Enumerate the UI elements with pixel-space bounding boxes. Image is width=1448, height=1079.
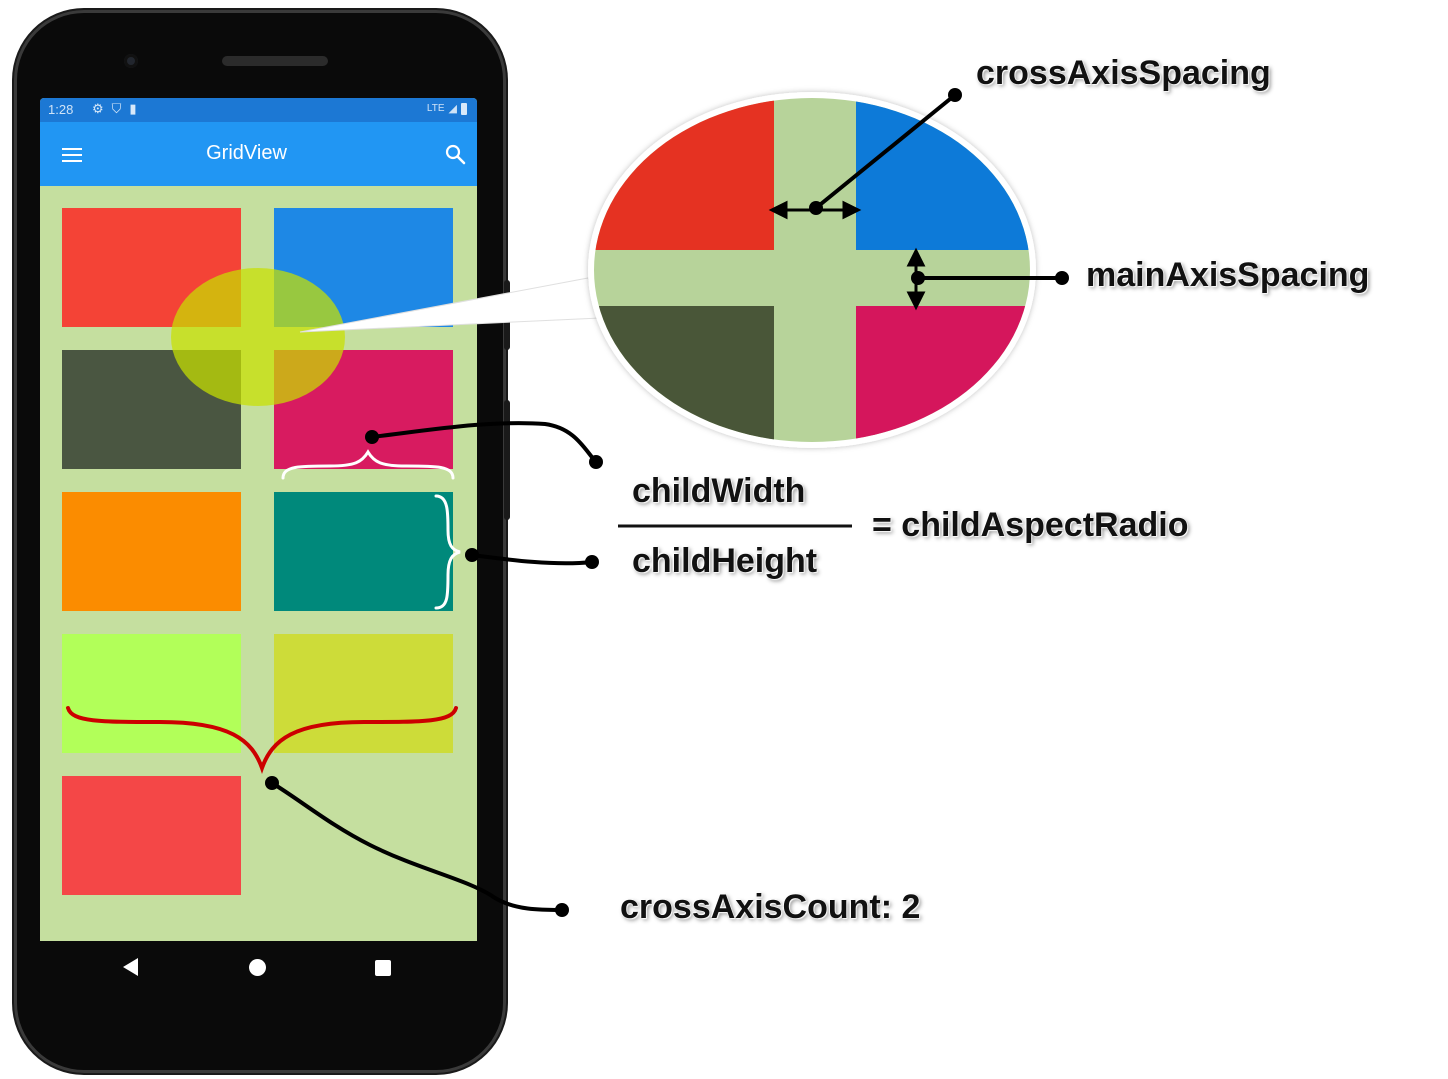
- signal-icon: ◢: [448, 103, 457, 115]
- grid-tile[interactable]: [274, 492, 453, 611]
- app-title: GridView: [206, 142, 287, 164]
- app-bar: GridView: [40, 122, 477, 186]
- child-width-label: childWidth: [632, 472, 806, 510]
- magnifier-highlight: [171, 268, 345, 406]
- grid-tile[interactable]: [62, 634, 241, 753]
- zoom-background: [594, 98, 1030, 442]
- cross-axis-spacing-arrow: [768, 200, 862, 220]
- status-time: 1:28: [48, 102, 74, 117]
- power-button: [504, 280, 510, 350]
- sim-card-icon: ▮: [129, 101, 137, 116]
- recent-square-icon[interactable]: [375, 960, 391, 976]
- zoom-bubble: [588, 92, 1036, 448]
- home-circle-icon[interactable]: [249, 959, 266, 976]
- battery-icon: [461, 102, 467, 115]
- back-triangle-icon[interactable]: [123, 958, 138, 976]
- zoom-tile-blue: [856, 98, 1030, 250]
- front-camera: [124, 54, 138, 68]
- zoom-tile-pink: [856, 306, 1030, 442]
- cross-axis-count-label: crossAxisCount: 2: [620, 888, 921, 926]
- main-axis-spacing-arrow: [906, 247, 926, 311]
- gear-icon: ⚙: [92, 101, 104, 116]
- phone-screen: 1:28 ⚙ ⛉ ▮ LTE ◢ GridView: [40, 98, 477, 941]
- shield-icon: ⛉: [111, 101, 122, 116]
- zoom-tile-red: [594, 98, 774, 250]
- hamburger-menu-icon[interactable]: [62, 148, 82, 162]
- child-aspect-ratio-label: = childAspectRadio: [872, 506, 1189, 544]
- zoom-tile-dark: [594, 306, 774, 442]
- search-icon[interactable]: [443, 142, 467, 166]
- main-axis-spacing-label: mainAxisSpacing: [1086, 256, 1370, 294]
- cross-axis-spacing-label: crossAxisSpacing: [976, 54, 1271, 92]
- grid-tile[interactable]: [62, 776, 241, 895]
- status-bar: 1:28 ⚙ ⛉ ▮ LTE ◢: [40, 98, 477, 122]
- grid-tile[interactable]: [62, 492, 241, 611]
- child-height-label: childHeight: [632, 542, 818, 580]
- volume-button: [504, 400, 510, 520]
- earpiece-speaker: [222, 56, 328, 66]
- grid-tile[interactable]: [274, 634, 453, 753]
- status-network: LTE: [426, 103, 445, 114]
